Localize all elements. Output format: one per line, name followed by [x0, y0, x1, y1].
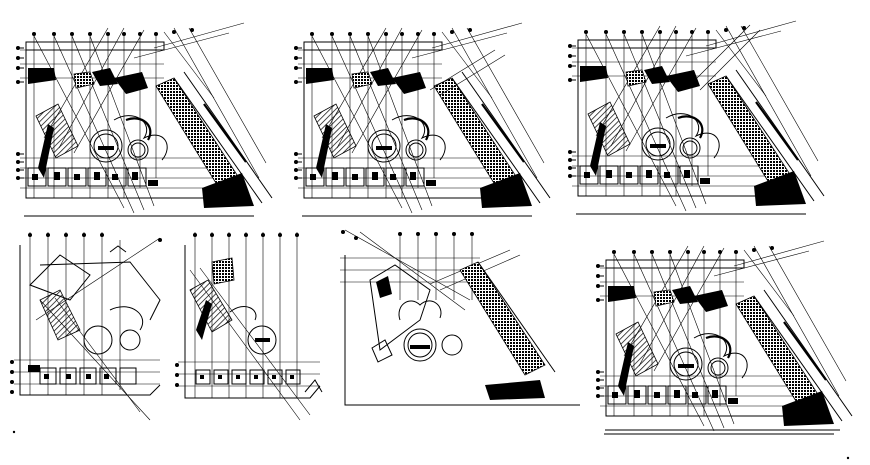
plan-bottom-2: [175, 232, 323, 421]
plan-top-left: [14, 21, 274, 218]
plan-bottom-3: [340, 229, 580, 406]
plan-bottom-1: [10, 232, 162, 421]
plan-bottom-4: [594, 239, 854, 436]
plan-top-right: [566, 19, 826, 216]
plan-top-middle: [292, 21, 552, 218]
